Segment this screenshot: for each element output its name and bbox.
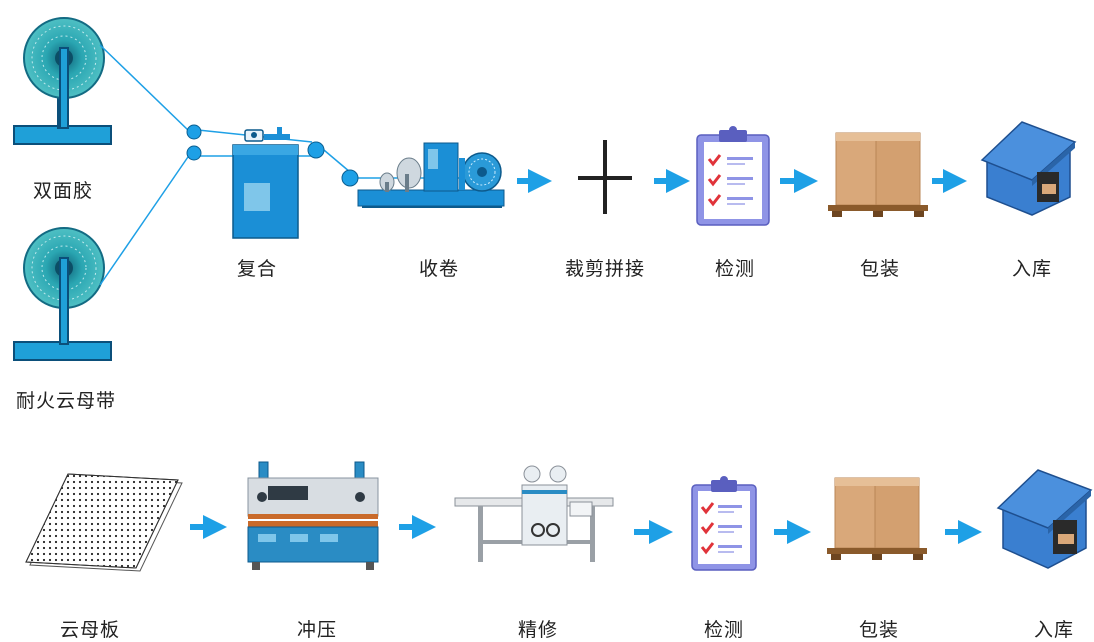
label-lamination: 复合 — [236, 258, 278, 280]
punch-press-icon — [247, 461, 379, 570]
label-packaging: 包装 — [859, 258, 901, 280]
packaging-boxes-icon-2 — [827, 477, 927, 560]
label-warehousing-2: 入库 — [1033, 619, 1075, 641]
packaging-boxes-icon — [828, 132, 928, 217]
label-packaging-2: 包装 — [858, 619, 900, 641]
row2-arrows — [190, 515, 982, 544]
winding-machine-icon — [357, 142, 505, 208]
inspection-clipboard-icon-2 — [691, 476, 757, 571]
label-mica-board: 云母板 — [59, 619, 121, 641]
mica-tape-reel-icon — [13, 227, 112, 361]
label-punching: 冲压 — [296, 619, 338, 641]
label-double-sided-tape: 双面胶 — [32, 180, 94, 202]
label-finishing: 精修 — [517, 619, 559, 641]
label-cut-splice: 裁剪拼接 — [564, 258, 646, 280]
label-inspection-2: 检测 — [703, 619, 745, 641]
laminating-machine-icon — [232, 127, 299, 239]
finishing-machine-icon — [454, 465, 614, 562]
cutter-icon — [578, 140, 632, 214]
mica-board-sheets-icon — [25, 473, 183, 572]
label-mica-tape: 耐火云母带 — [15, 390, 117, 412]
double-sided-tape-reel-icon — [13, 17, 112, 145]
label-winding: 收卷 — [418, 258, 460, 280]
inspection-clipboard-icon — [696, 126, 770, 226]
pinch-rollers — [186, 124, 359, 187]
label-inspection: 检测 — [714, 258, 756, 280]
label-warehousing: 入库 — [1011, 258, 1053, 280]
warehouse-icon-2 — [996, 469, 1093, 569]
warehouse-icon — [980, 121, 1077, 216]
